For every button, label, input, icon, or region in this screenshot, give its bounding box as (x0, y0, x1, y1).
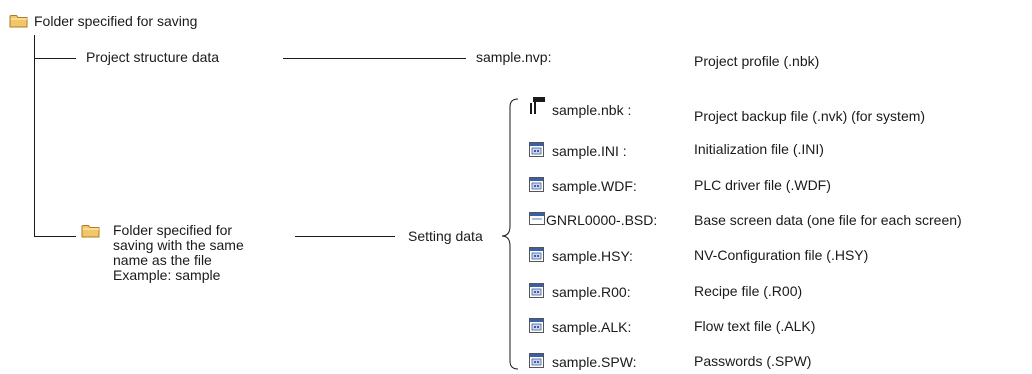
file-icon (529, 283, 544, 298)
connector-nvp (283, 58, 466, 59)
setting-data-label: Setting data (408, 228, 483, 244)
file-name: sample.nbk : (552, 102, 632, 118)
file-icon (529, 142, 544, 157)
root-folder-icon (9, 13, 29, 29)
file-description: Passwords (.SPW) (694, 353, 812, 369)
screen-file-icon (529, 212, 545, 227)
file-name: sample.WDF: (552, 178, 637, 194)
root-folder-label: Folder specified for saving (34, 13, 198, 29)
file-icon (529, 318, 544, 333)
file-description: Initialization file (.INI) (694, 141, 824, 157)
file-name: GNRL0000-.BSD: (546, 212, 658, 228)
file-icon (529, 177, 544, 192)
file-name: sample.INI : (552, 143, 627, 159)
file-name: sample.SPW: (552, 354, 637, 370)
file-description: PLC driver file (.WDF) (694, 177, 831, 193)
file-description: Flow text file (.ALK) (694, 318, 816, 334)
branch-line-folder (34, 236, 76, 237)
nvp-filename: sample.nvp: (476, 49, 552, 65)
file-name: sample.HSY: (552, 248, 633, 264)
branch-line-project (34, 58, 76, 59)
file-icon (529, 247, 544, 262)
file-description: Base screen data (one file for each scre… (694, 212, 962, 228)
sub-folder-label: Folder specified for saving with the sam… (113, 222, 244, 283)
file-description: Project backup file (.nvk) (for system) (694, 108, 926, 124)
file-description: NV-Configuration file (.HSY) (694, 247, 869, 263)
system-file-icon (530, 97, 545, 114)
project-structure-label: Project structure data (86, 49, 220, 65)
setting-data-brace (498, 96, 522, 372)
file-description: Recipe file (.R00) (694, 283, 803, 299)
file-name: sample.ALK: (552, 319, 632, 335)
file-icon (529, 353, 544, 368)
tree-trunk-line (34, 35, 35, 236)
file-name: sample.R00: (552, 284, 631, 300)
nvp-description: Project profile (.nbk) (694, 53, 820, 69)
connector-setting (295, 236, 395, 237)
sub-folder-icon (81, 223, 101, 239)
